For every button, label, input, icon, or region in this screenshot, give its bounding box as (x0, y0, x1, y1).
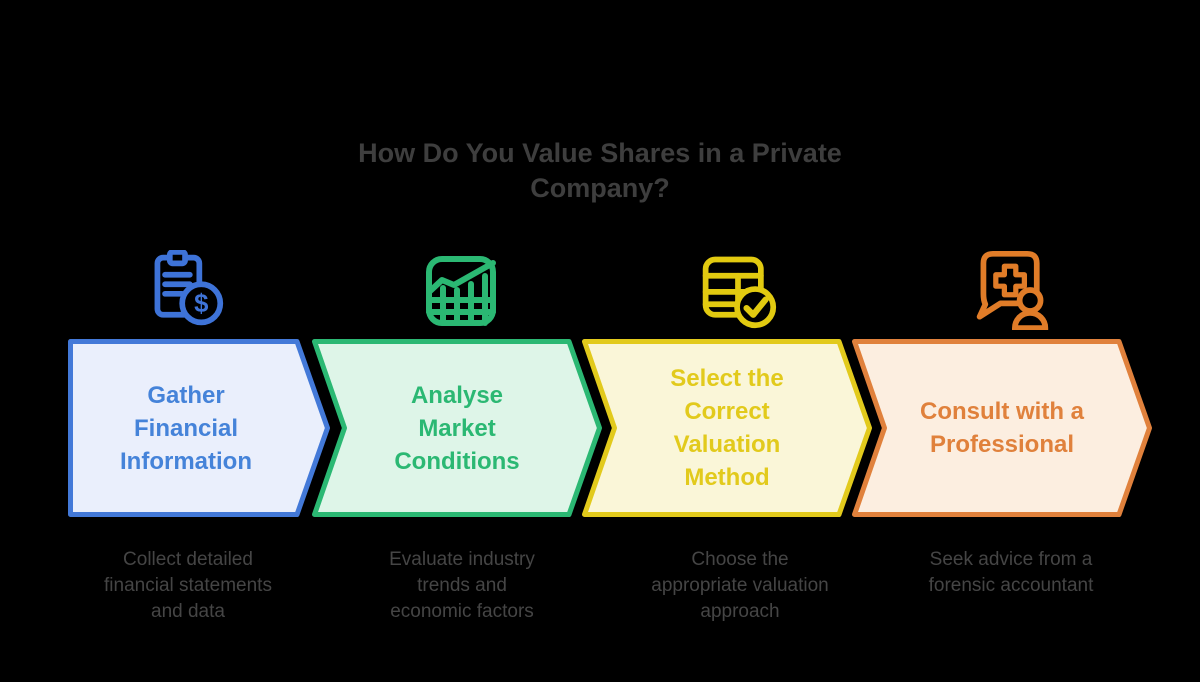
step-description: Evaluate industry trends and economic fa… (389, 549, 535, 622)
step-select-valuation-method: Select the Correct Valuation Method (582, 339, 872, 517)
step-title-label: Gather Financial Information (120, 381, 252, 475)
step-description: Collect detailed financial statements an… (104, 549, 272, 622)
dollar-symbol: $ (194, 290, 208, 318)
step-gather-financial-information: Gather Financial Information (68, 339, 330, 517)
step-consult-professional: Consult with a Professional (852, 339, 1152, 517)
step-title-label: Select the Correct Valuation Method (670, 365, 784, 491)
chevron-shape (582, 339, 872, 517)
process-steps: Gather Financial Information Analyse Mar… (68, 339, 1158, 517)
chevron-shape (852, 339, 1152, 517)
table-check-icon (698, 250, 778, 330)
step-title-label: Analyse Market Conditions (394, 381, 520, 475)
step-analyse-market-conditions: Analyse Market Conditions (312, 339, 602, 517)
step-description: Seek advice from a forensic accountant (928, 549, 1094, 596)
step-description: Choose the appropriate valuation approac… (651, 549, 829, 622)
consult-person-icon (972, 250, 1052, 330)
step-title-label: Consult with a Professional (920, 398, 1084, 458)
chevron-shape (312, 339, 602, 517)
chevron-shape (68, 339, 330, 517)
growth-chart-icon (422, 250, 502, 330)
page-title: How Do You Value Shares in a Private Com… (358, 138, 842, 203)
clipboard-dollar-icon: $ (146, 250, 226, 330)
